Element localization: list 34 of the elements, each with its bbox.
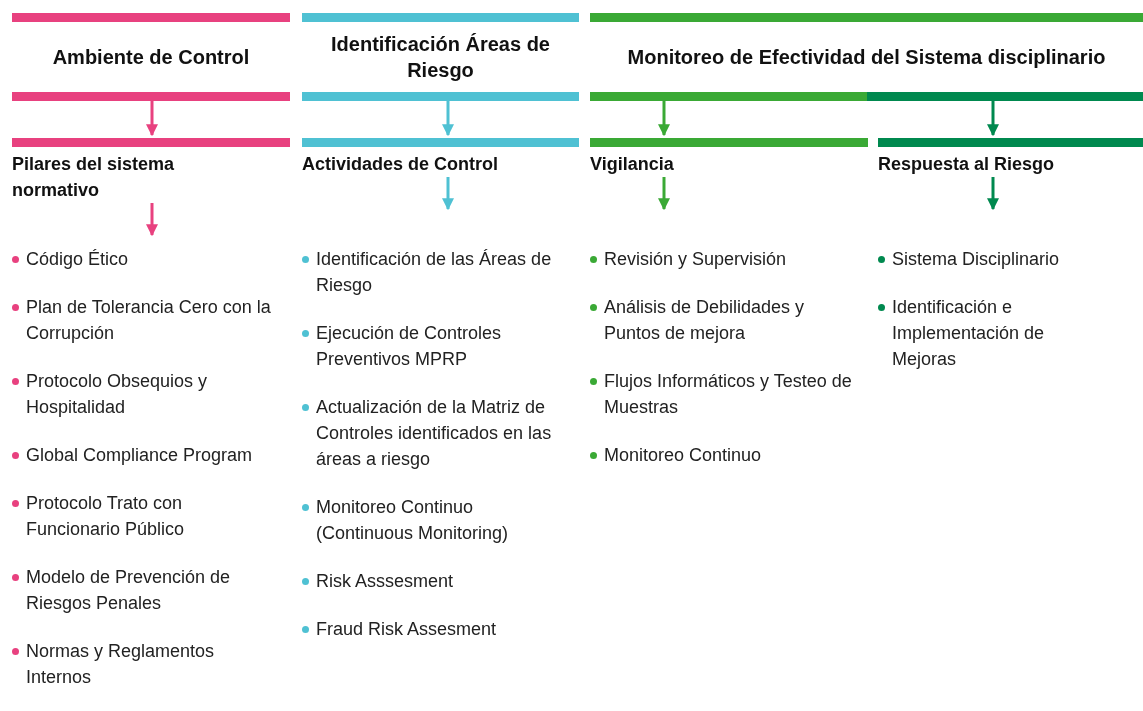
arrow xyxy=(987,101,999,137)
list-item: Identificación e Implementación de Mejoras xyxy=(892,296,1046,371)
list-item: Protocolo Trato con Funcionario Público xyxy=(26,492,186,541)
section-heading: Ambiente de Control xyxy=(51,45,251,70)
arrow xyxy=(146,203,158,237)
arrow xyxy=(658,101,670,137)
sub-heading: Pilares del sistema normativo xyxy=(12,153,176,202)
list-item: Código Ético xyxy=(26,248,129,271)
arrow xyxy=(987,177,999,211)
list-item: Risk Asssesment xyxy=(316,570,454,593)
list-item: Identificación de las Áreas de Riesgo xyxy=(316,248,553,297)
list-item: Monitoreo Continuo xyxy=(604,444,762,467)
arrow xyxy=(442,101,454,137)
sub-heading: Vigilancia xyxy=(590,153,675,176)
list-item: Normas y Reglamentos Internos xyxy=(26,640,216,689)
list-item: Fraud Risk Assesment xyxy=(316,618,497,641)
sub-heading: Respuesta al Riesgo xyxy=(878,153,1056,176)
list-item: Actualización de la Matriz de Controles identificados en las áreas a riesgo xyxy=(316,396,553,471)
list-item: Protocolo Obsequios y Hospitalidad xyxy=(26,370,209,419)
sub-heading: Actividades de Control xyxy=(302,153,500,176)
list-item: Revisión y Supervisión xyxy=(604,248,787,271)
list-item: Ejecución de Controles Preventivos MPRP xyxy=(316,322,503,371)
arrow xyxy=(146,101,158,137)
list-item: Sistema Disciplinario xyxy=(892,248,1060,271)
list-item: Monitoreo Continuo (Continuous Monitoring) xyxy=(316,496,510,545)
arrow xyxy=(442,177,454,211)
list-item: Modelo de Prevención de Riesgos Penales xyxy=(26,566,232,615)
section-heading: Monitoreo de Efectividad del Sistema disciplinario xyxy=(626,45,1107,70)
list-item: Global Compliance Program xyxy=(26,444,253,467)
list-item: Análisis de Debilidades y Puntos de mejora xyxy=(604,296,806,345)
list-item: Flujos Informáticos y Testeo de Muestras xyxy=(604,370,852,419)
list-item: Plan de Tolerancia Cero con la Corrupción xyxy=(26,296,272,345)
arrow xyxy=(658,177,670,211)
section-heading: Identificación Áreas de Riesgo xyxy=(330,32,551,83)
